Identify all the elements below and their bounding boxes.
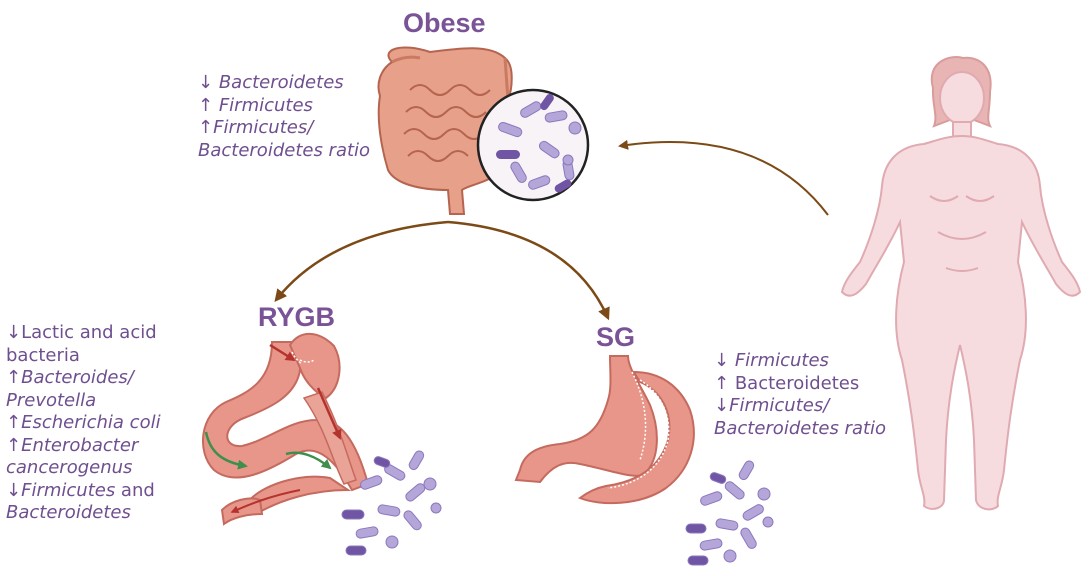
arrow-symbol: ↑: [6, 412, 22, 433]
rygb-text-line: ↓Lactic and acid: [6, 322, 161, 345]
taxon-text: Firmicutes: [218, 94, 313, 116]
arrow-symbol: ↑: [198, 117, 214, 138]
arrow-woman-to-obese: [618, 139, 829, 216]
taxon-text: Lactic and acid: [21, 322, 157, 343]
rygb-text-line: Prevotella: [6, 390, 161, 413]
woman-figure-icon: [840, 56, 1082, 511]
arrow-symbol: ↑: [714, 372, 735, 394]
obese-text-line: ↓ Bacteroidetes: [198, 72, 370, 95]
arrow-obese-to-rygb: [274, 220, 449, 302]
taxon-text: Firmicutes/: [729, 395, 830, 416]
sg-text-line: ↓Firmicutes/: [714, 395, 886, 418]
bacteria-magnifier-icon: [476, 88, 590, 202]
sg-text-line: ↓ Firmicutes: [714, 350, 886, 373]
taxon-text: Prevotella: [6, 389, 97, 411]
arrow-symbol: ↓: [6, 479, 22, 501]
taxon-text: Enterobacter: [21, 434, 139, 456]
bacteria-cluster-icon: [685, 460, 774, 566]
arrow-symbol: ↓: [6, 322, 22, 343]
rygb-text-line: ↑Enterobacter: [6, 435, 161, 458]
arrow-obese-to-sg: [447, 220, 610, 321]
arrow-symbol: ↑: [198, 94, 219, 116]
rygb-text-line: Bacteroidetes: [6, 502, 161, 525]
taxon-text: Firmicutes: [21, 479, 116, 501]
intestine-icon: [377, 46, 513, 215]
bacteria-cluster-icon: [341, 450, 442, 556]
taxon-text: Bacteroidetes ratio: [714, 417, 887, 439]
obese-text-line: ↑ Firmicutes: [198, 95, 370, 118]
sg-text-line: ↑ Bacteroidetes: [714, 373, 886, 396]
obese-text-line: Bacteroidetes ratio: [198, 140, 370, 163]
taxon-text: cancerogenus: [6, 457, 133, 478]
arrow-symbol: ↑: [6, 367, 22, 388]
sg-microbiota-text: ↓ Firmicutes↑ Bacteroidetes↓Firmicutes/B…: [714, 350, 886, 440]
taxon-text: Firmicutes: [734, 350, 829, 371]
obese-text-line: ↑Firmicutes/: [198, 117, 370, 140]
rygb-text-line: cancerogenus: [6, 457, 161, 480]
rygb-text-line: ↓Firmicutes and: [6, 480, 161, 503]
arrow-symbol: ↓: [714, 350, 735, 371]
taxon-text: and: [115, 479, 155, 501]
obese-title: Obese: [403, 8, 486, 38]
taxon-text: Firmicutes/: [213, 117, 314, 138]
rygb-text-line: ↑Escherichia coli: [6, 412, 161, 435]
rygb-stomach-icon: [201, 332, 370, 526]
rygb-text-line: bacteria: [6, 345, 161, 368]
arrow-symbol: ↓: [714, 395, 730, 416]
arrow-symbol: ↑: [6, 434, 22, 456]
rygb-title: RYGB: [258, 302, 336, 332]
taxon-text: Bacteroides/: [21, 367, 134, 388]
sg-stomach-icon: [514, 355, 695, 505]
taxon-text: Bacteroidetes: [218, 72, 344, 93]
taxon-text: Bacteroidetes: [734, 372, 860, 394]
sg-title: SG: [596, 322, 636, 352]
sg-text-line: Bacteroidetes ratio: [714, 418, 886, 441]
arrow-symbol: ↓: [198, 72, 219, 93]
rygb-text-line: ↑Bacteroides/: [6, 367, 161, 390]
taxon-text: Bacteroidetes ratio: [198, 139, 371, 161]
taxon-text: Bacteroidetes: [6, 502, 131, 523]
taxon-text: Escherichia coli: [21, 412, 161, 433]
taxon-text: bacteria: [6, 344, 80, 366]
obese-microbiota-text: ↓ Bacteroidetes↑ Firmicutes↑Firmicutes/B…: [198, 72, 370, 162]
